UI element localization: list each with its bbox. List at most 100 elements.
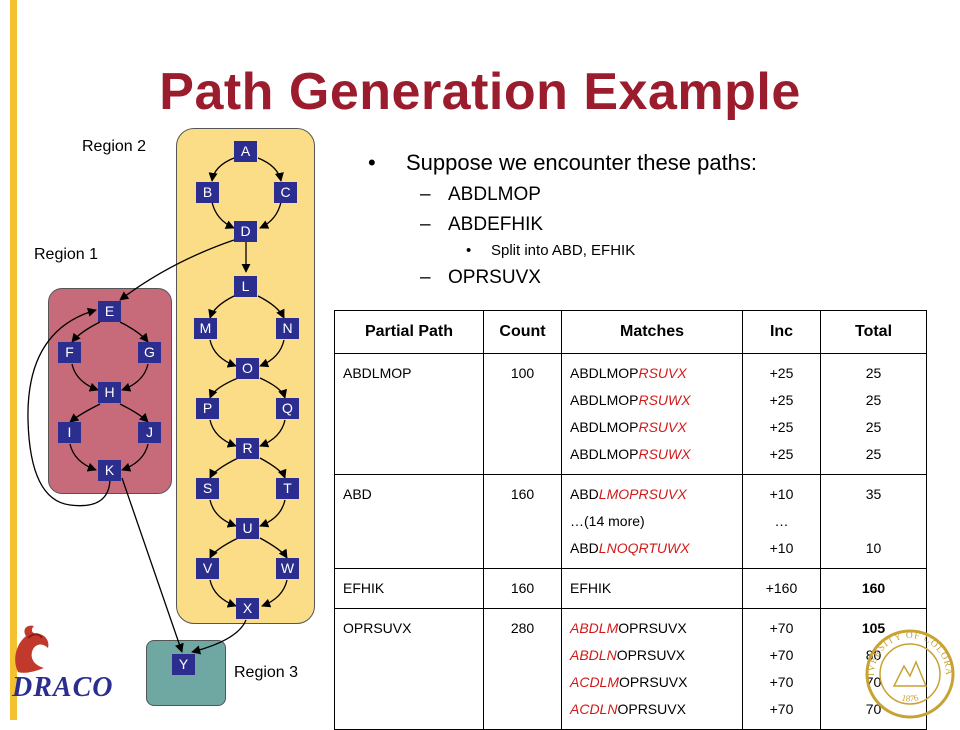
cell-inc: +25+25 +25+25 xyxy=(742,353,821,475)
cell-matches: ABDLMOPRSUVX …(14 more) ABDLNOQRTUWX xyxy=(561,474,743,569)
edge-h-j xyxy=(119,403,149,423)
bullet-path-1: –ABDLMOP xyxy=(420,184,541,205)
edge-q-r xyxy=(259,419,286,448)
node-k[interactable]: K xyxy=(98,460,121,481)
node-m[interactable]: M xyxy=(194,318,217,339)
cell-partial: ABD xyxy=(334,474,484,569)
bullet-main: •Suppose we encounter these paths: xyxy=(368,150,758,175)
cell-inc: +10…+10 xyxy=(742,474,821,569)
edge-k-e xyxy=(27,307,111,507)
cell-matches: ABDLMOPRSUVX ABDLNOPRSUVX ACDLMOPRSUVX A… xyxy=(561,608,743,730)
node-b[interactable]: B xyxy=(196,182,219,203)
cell-inc: +160 xyxy=(742,568,821,609)
edge-h-i xyxy=(69,403,101,423)
edge-r-t xyxy=(259,457,287,479)
edge-c-d xyxy=(259,201,282,229)
node-v[interactable]: V xyxy=(196,558,219,579)
edge-n-o xyxy=(259,339,285,368)
path-table: Partial Path Count Matches Inc Total ABD… xyxy=(334,310,927,730)
edge-e-f xyxy=(71,321,101,343)
node-j[interactable]: J xyxy=(138,422,161,443)
edge-d-e xyxy=(119,239,235,301)
edge-w-x xyxy=(261,579,288,608)
edge-l-n xyxy=(257,295,285,319)
cell-matches: EFHIK xyxy=(561,568,743,609)
edge-f-h xyxy=(71,363,99,392)
edge-g-h xyxy=(121,363,149,392)
node-f[interactable]: F xyxy=(58,342,81,363)
edge-j-k xyxy=(121,443,149,472)
node-q[interactable]: Q xyxy=(276,398,299,419)
svg-text:1876: 1876 xyxy=(901,692,920,703)
edge-o-p xyxy=(208,377,239,399)
cell-inc: +70+70 +70+70 xyxy=(742,608,821,730)
node-d[interactable]: D xyxy=(234,221,257,242)
edge-u-w xyxy=(259,537,288,559)
side-accent-bar xyxy=(10,0,17,720)
node-h[interactable]: H xyxy=(98,382,121,403)
draco-dragon-icon xyxy=(15,625,49,673)
edge-m-o xyxy=(209,339,237,368)
cell-total: 160 xyxy=(820,568,927,609)
node-o[interactable]: O xyxy=(236,358,259,379)
edge-i-k xyxy=(69,443,97,472)
cell-partial: OPRSUVX xyxy=(334,608,484,730)
node-s[interactable]: S xyxy=(196,478,219,499)
bullet-list: •Suppose we encounter these paths: –ABDL… xyxy=(368,150,757,289)
header-count: Count xyxy=(483,310,562,354)
edge-e-g xyxy=(119,321,149,343)
table-row: OPRSUVX 280 ABDLMOPRSUVX ABDLNOPRSUVX AC… xyxy=(334,608,927,730)
node-y[interactable]: Y xyxy=(172,654,195,675)
node-p[interactable]: P xyxy=(196,398,219,419)
node-a[interactable]: A xyxy=(234,141,257,162)
table-row: ABD 160 ABDLMOPRSUVX …(14 more) ABDLNOQR… xyxy=(334,474,927,569)
edge-l-m xyxy=(208,295,235,319)
draco-logo-text: DRACO xyxy=(12,672,114,703)
edge-b-d xyxy=(211,201,235,229)
cell-count: 100 xyxy=(483,353,562,475)
edge-r-s xyxy=(209,457,239,479)
region-2-label: Region 2 xyxy=(82,138,147,155)
region-3-label: Region 3 xyxy=(234,664,299,681)
node-u[interactable]: U xyxy=(236,518,259,539)
header-partial-path: Partial Path xyxy=(334,310,484,354)
edge-x-y xyxy=(191,619,247,655)
node-w[interactable]: W xyxy=(276,558,299,579)
region-1-label: Region 1 xyxy=(34,246,99,263)
table-header-row: Partial Path Count Matches Inc Total xyxy=(334,310,927,354)
node-g[interactable]: G xyxy=(138,342,161,363)
header-matches: Matches xyxy=(561,310,743,354)
cell-count: 280 xyxy=(483,608,562,730)
node-n[interactable]: N xyxy=(276,318,299,339)
cell-partial: EFHIK xyxy=(334,568,484,609)
bullet-path-3: –OPRSUVX xyxy=(420,267,541,288)
edge-s-u xyxy=(209,499,237,528)
header-total: Total xyxy=(820,310,927,354)
edge-v-x xyxy=(209,579,237,608)
node-x[interactable]: X xyxy=(236,598,259,619)
bullet-split-note: •Split into ABD, EFHIK xyxy=(466,242,636,259)
edge-o-q xyxy=(259,377,287,399)
cell-matches: ABDLMOPRSUVX ABDLMOPRSUWX ABDLMOPRSUVX A… xyxy=(561,353,743,475)
node-t[interactable]: T xyxy=(276,478,299,499)
cell-count: 160 xyxy=(483,474,562,569)
university-seal-icon: UNIVERSITY OF COLORADO 1876 xyxy=(864,628,955,719)
edge-t-u xyxy=(259,499,286,528)
node-c[interactable]: C xyxy=(274,182,297,203)
node-l[interactable]: L xyxy=(234,276,257,297)
edge-k-y xyxy=(121,477,184,653)
table-row: ABDLMOP 100 ABDLMOPRSUVX ABDLMOPRSUWX AB… xyxy=(334,353,927,475)
edge-p-r xyxy=(209,419,237,448)
seal-year: 1876 xyxy=(901,692,920,703)
table-row: EFHIK 160 EFHIK +160 160 xyxy=(334,568,927,609)
node-i[interactable]: I xyxy=(58,422,81,443)
bullet-path-2: –ABDEFHIK xyxy=(420,214,544,235)
node-r[interactable]: R xyxy=(236,438,259,459)
cell-count: 160 xyxy=(483,568,562,609)
edge-a-b xyxy=(208,157,235,182)
node-e[interactable]: E xyxy=(98,301,121,322)
